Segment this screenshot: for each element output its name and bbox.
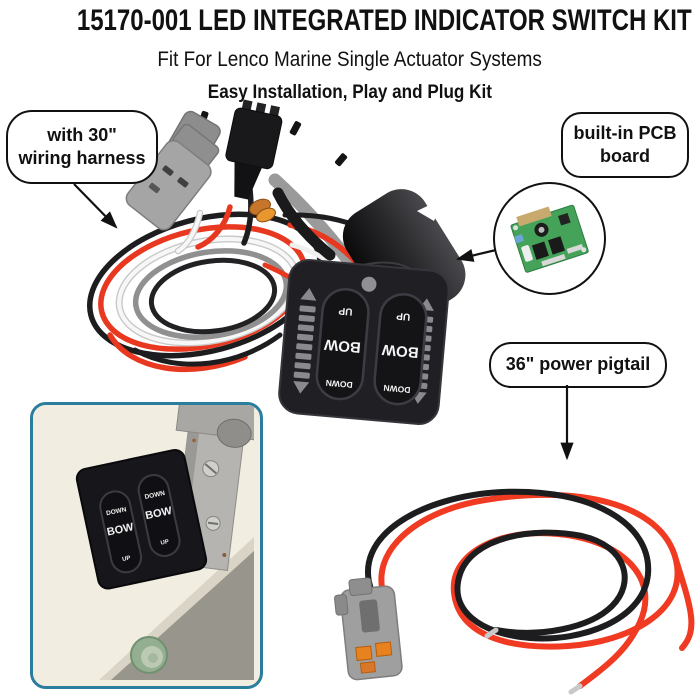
pigtail-red-tip (568, 683, 583, 695)
power-pigtail-photo (334, 488, 695, 695)
callout-pcb-line1: built-in PCB (573, 122, 677, 143)
installed-switch-panel: DOWN BOW UP DOWN BOW UP (75, 448, 208, 590)
harness-connector-black (225, 99, 336, 261)
connector-terminal-1 (355, 645, 373, 662)
switch-panel: UP BOW DOWN UP BOW DOWN (278, 258, 450, 426)
pcb-connector-white (521, 245, 533, 262)
installed-right-bow-label: BOW (144, 505, 173, 522)
led-column-left (293, 288, 317, 394)
pigtail-wire-black (365, 488, 652, 642)
housing-notch (417, 198, 444, 221)
installed-photo-scene: DOWN BOW UP DOWN BOW UP (33, 405, 260, 680)
callout-wiring-harness-line1: with 30" (47, 124, 117, 145)
pcb-board-image (510, 204, 589, 273)
pcb-pin-header-2 (566, 244, 584, 254)
harness-connector-gray (125, 110, 221, 231)
button-left-down-label: DOWN (325, 378, 353, 390)
button-right-down-label: DOWN (383, 383, 411, 395)
installed-right-up-label: UP (160, 539, 169, 547)
button-right-up-label: UP (396, 310, 411, 322)
callout-wiring-harness: with 30" wiring harness (6, 110, 158, 184)
page-tagline: Easy Installation, Play and Plug Kit (0, 82, 700, 104)
callout-wiring-harness-line2: wiring harness (18, 148, 146, 168)
switch-kit-photo: UP BOW DOWN UP BOW DOWN (86, 99, 466, 426)
button-left-up-label: UP (338, 305, 353, 317)
installed-switch-photo: DOWN BOW UP DOWN BOW UP (30, 402, 263, 689)
page-tagline-text: Easy Installation, Play and Plug Kit (207, 82, 493, 103)
installed-left-bow-label: BOW (106, 521, 135, 538)
installed-button-right: DOWN BOW UP (137, 474, 181, 557)
pigtail-black-tip (484, 627, 499, 639)
installed-button-left: DOWN BOW UP (99, 490, 143, 574)
installed-right-down-label: DOWN (144, 490, 166, 501)
pcb-relay-1 (531, 241, 549, 260)
rocker-button-right: UP BOW DOWN (373, 293, 428, 406)
green-deck-button (130, 636, 168, 674)
pigtail-wire-red (378, 491, 681, 689)
pcb-relay-2 (548, 236, 566, 255)
callout-pigtail-label: 36" power pigtail (505, 354, 651, 375)
copper-coil (249, 198, 276, 223)
button-right-bow-label: BOW (380, 341, 419, 361)
rocker-button-left: UP BOW DOWN (315, 288, 370, 401)
page-subtitle-text: Fit For Lenco Marine Single Actuator Sys… (157, 48, 543, 71)
connector-terminal-2 (374, 641, 393, 657)
pcb-pin-header-1 (541, 254, 566, 267)
page-title-text: 15170-001 LED INTEGRATED INDICATOR SWITC… (76, 4, 692, 37)
pigtail-wire-red-tail (673, 557, 695, 651)
callout-pcb-line2: board (599, 146, 650, 166)
pcb-component-blue (514, 234, 525, 244)
pigtail-connector (334, 577, 403, 681)
button-left-bow-label: BOW (323, 336, 362, 356)
installed-left-up-label: UP (122, 555, 131, 563)
callout-power-pigtail: 36" power pigtail (489, 342, 667, 388)
panel-led-dot (361, 276, 377, 292)
pcb-ic (558, 212, 571, 226)
pcb-board (510, 204, 589, 273)
callout-pcb-board: built-in PCB board (561, 112, 689, 178)
page-subtitle: Fit For Lenco Marine Single Actuator Sys… (0, 48, 700, 72)
pcb-edge-connector (516, 206, 552, 227)
pcb-detail-circle (493, 182, 606, 295)
connector-terminal-3 (359, 661, 376, 674)
page-title: 15170-001 LED INTEGRATED INDICATOR SWITC… (0, 4, 700, 38)
installed-left-down-label: DOWN (106, 506, 128, 517)
